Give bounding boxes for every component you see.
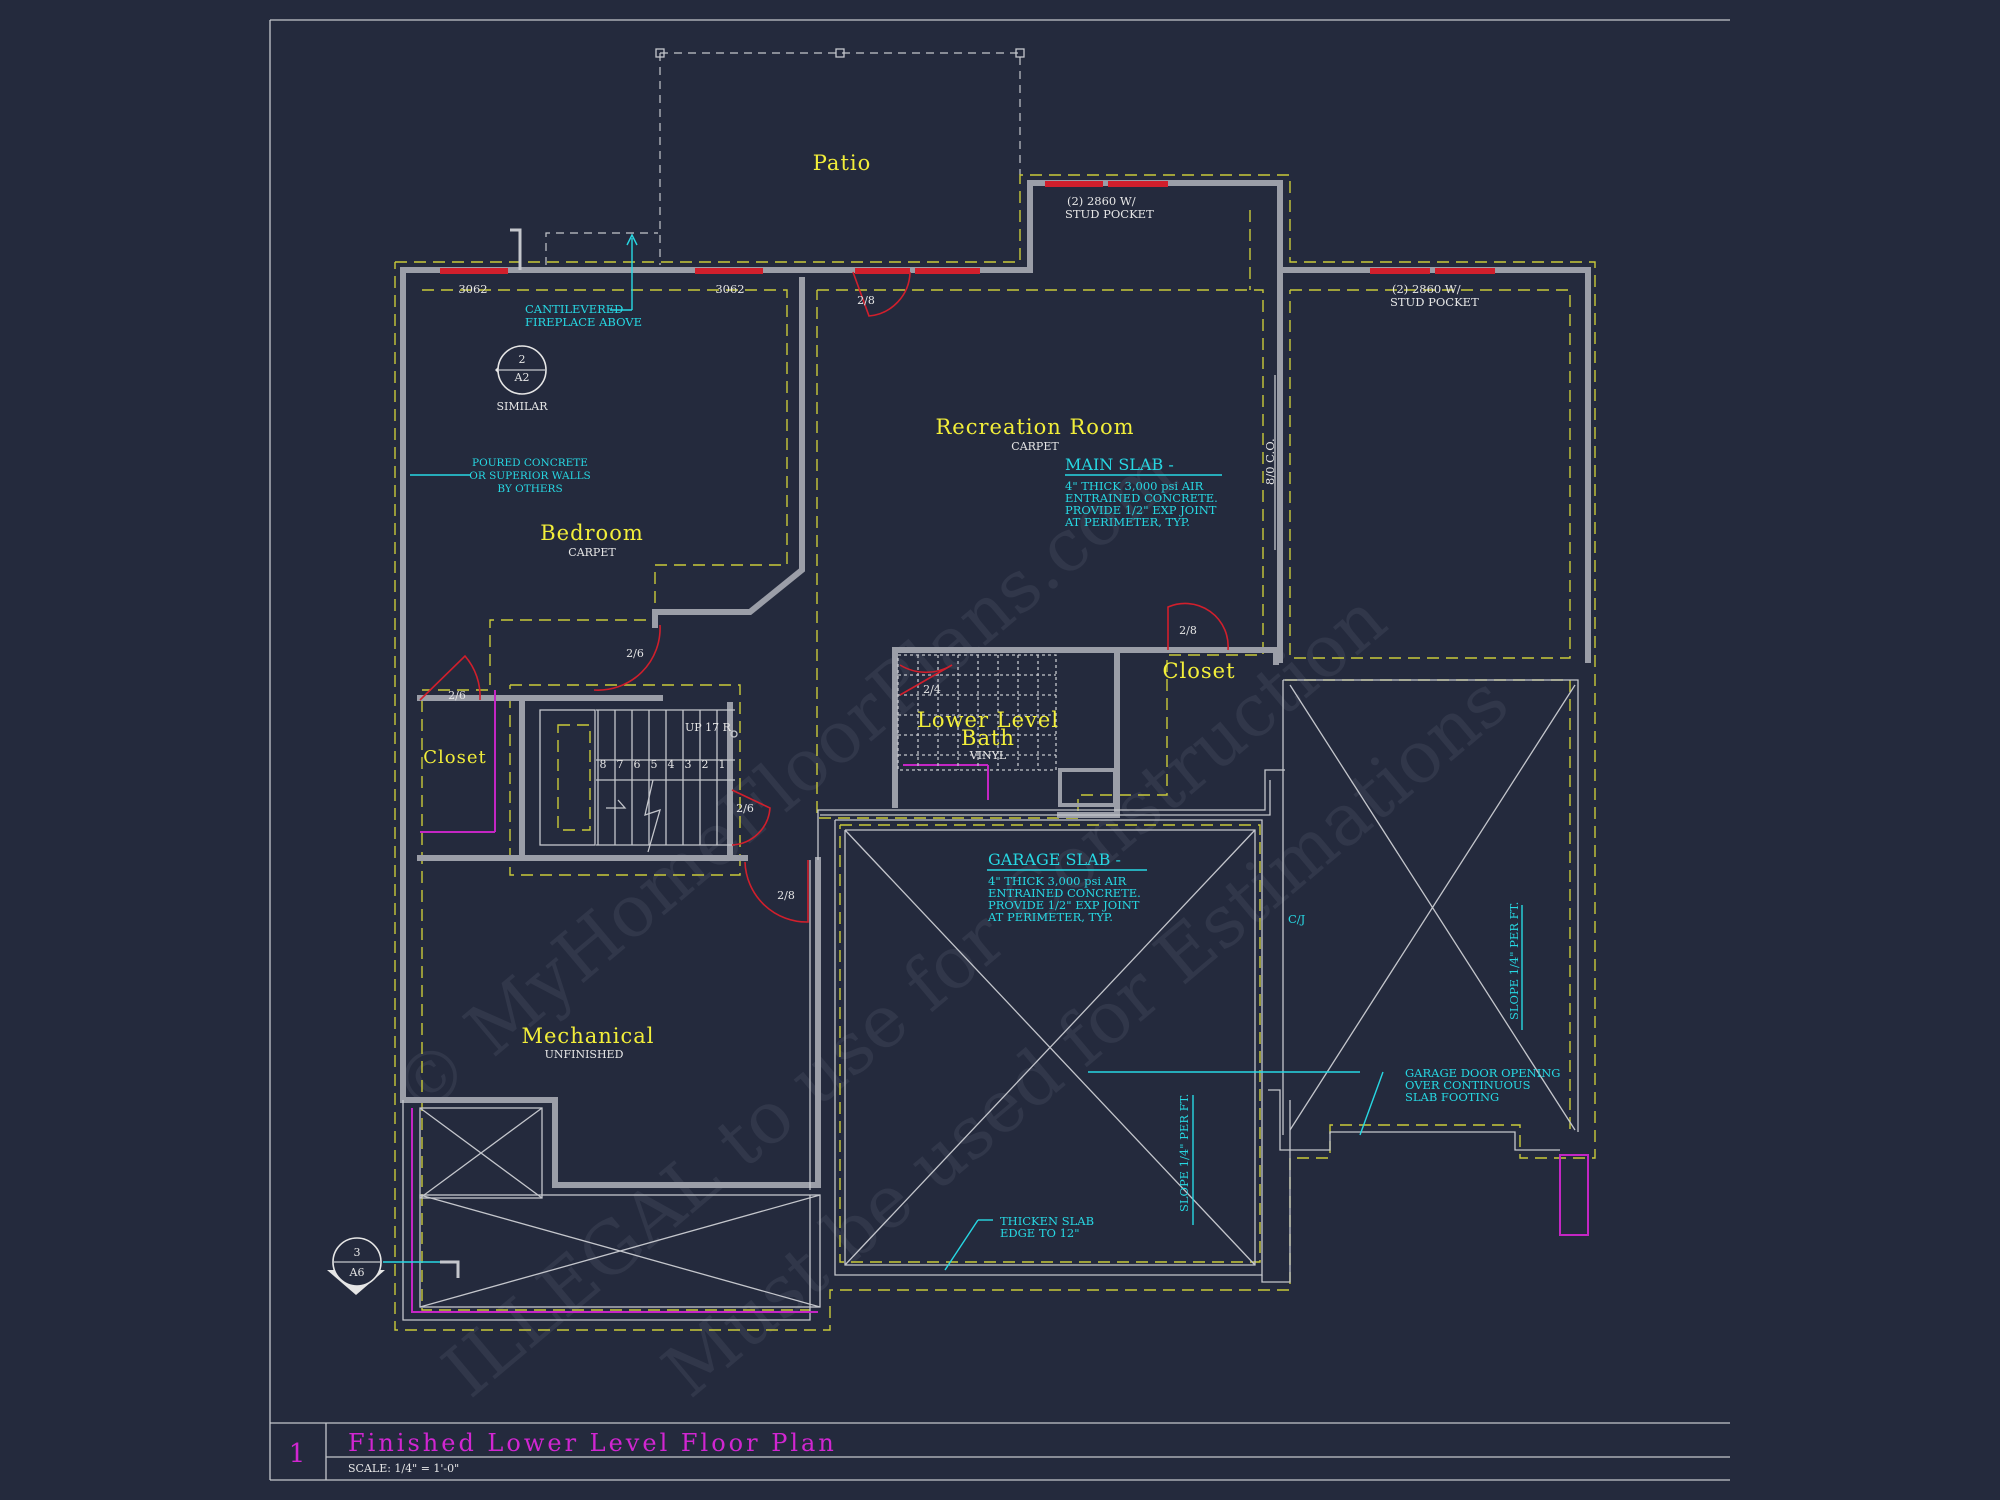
garage-slab-line3: PROVIDE 1/2" EXP JOINT — [988, 898, 1140, 912]
window-label-3b: STUD POCKET — [1065, 207, 1154, 221]
section-marker-a2-number: 2 — [519, 353, 526, 366]
control-joint-note: C/J — [1288, 912, 1306, 926]
stair-tread-2: 2 — [702, 758, 709, 771]
note-leaders — [410, 233, 1523, 1271]
stair-tread-1: 1 — [719, 758, 726, 771]
bath-tile-grid — [897, 654, 1057, 771]
section-marker-a6: 3 A6 — [327, 1237, 460, 1295]
fireplace-note-line1: CANTILEVERED — [525, 302, 623, 316]
room-closet-right: Closet — [1162, 659, 1235, 683]
main-slab-title: MAIN SLAB - — [1065, 455, 1174, 474]
mechanical-boxes — [411, 690, 1589, 1313]
walls-note-line3: BY OTHERS — [497, 483, 562, 495]
section-marker-a2-sheet: A2 — [514, 371, 530, 384]
window-label-1: 3062 — [458, 282, 487, 296]
window-label-4b: STUD POCKET — [1390, 295, 1479, 309]
garage-slab — [834, 684, 1576, 1283]
room-bedroom: Bedroom — [540, 521, 644, 545]
walls — [400, 180, 1591, 1321]
stair-tread-6: 6 — [634, 758, 641, 771]
room-recreation: Recreation Room — [936, 415, 1135, 439]
stair-tread-7: 7 — [617, 758, 624, 771]
section-marker-a6-number: 3 — [354, 1246, 361, 1259]
sheet-border — [269, 19, 1730, 1481]
thicken-slab-line1: THICKEN SLAB — [1000, 1214, 1094, 1228]
title-block-scale: SCALE: 1/4" = 1'-0" — [348, 1462, 459, 1475]
stair-tread-4: 4 — [668, 758, 675, 771]
similar-note: SIMILAR — [496, 400, 548, 413]
stair-tread-5: 5 — [651, 758, 658, 771]
stair-tread-3: 3 — [685, 758, 692, 771]
window-label-3a: (2) 2860 W/ — [1067, 194, 1136, 208]
room-bath-line1: Lower Level — [917, 708, 1059, 732]
room-mechanical-finish: UNFINISHED — [545, 1048, 624, 1061]
window-label-4a: (2) 2860 W/ — [1392, 282, 1461, 296]
fireplace-note-line2: FIREPLACE ABOVE — [525, 315, 642, 329]
window-label-2: 3062 — [715, 282, 744, 296]
slope-note-right: SLOPE 1/4" PER FT. — [1507, 902, 1521, 1020]
patio-outline — [545, 48, 1025, 265]
garage-door-note-line3: SLAB FOOTING — [1405, 1090, 1499, 1104]
room-closet-left: Closet — [423, 747, 487, 768]
door-label-7: 2/8 — [777, 889, 795, 902]
door-label-4: 2/4 — [923, 683, 941, 696]
garage-slab-line1: 4" THICK 3,000 psi AIR — [988, 874, 1127, 888]
garage-door-note-line1: GARAGE DOOR OPENING — [1405, 1066, 1561, 1080]
title-block-title: Finished Lower Level Floor Plan — [348, 1429, 837, 1457]
door-swings — [419, 271, 1229, 923]
main-slab-line1: 4" THICK 3,000 psi AIR — [1065, 479, 1204, 493]
door-label-1: 2/8 — [857, 294, 875, 307]
stair-label: UP 17 R — [685, 721, 732, 734]
room-recreation-finish: CARPET — [1011, 440, 1059, 453]
walls-note-line1: POURED CONCRETE — [472, 457, 588, 469]
windows — [440, 181, 1495, 274]
title-block-number: 1 — [289, 1439, 306, 1469]
stair-tread-numbers: 8 7 6 5 4 3 2 1 — [600, 758, 726, 771]
room-patio: Patio — [813, 151, 872, 175]
garage-slab-title: GARAGE SLAB - — [988, 850, 1121, 869]
room-bedroom-finish: CARPET — [568, 546, 616, 559]
door-label-5: 2/8 — [1179, 624, 1197, 637]
door-label-3: 2/6 — [448, 689, 466, 702]
opening-note: 8/0 C.O. — [1263, 438, 1277, 485]
main-slab-line4: AT PERIMETER, TYP. — [1064, 515, 1190, 529]
main-slab-line2: ENTRAINED CONCRETE. — [1065, 491, 1218, 505]
section-marker-a6-sheet: A6 — [349, 1266, 365, 1279]
room-bath-line2: Bath — [961, 726, 1015, 750]
stairs — [539, 709, 738, 853]
door-label-2: 2/6 — [626, 647, 644, 660]
door-label-6: 2/6 — [736, 802, 754, 815]
garage-slab-line2: ENTRAINED CONCRETE. — [988, 886, 1141, 900]
main-slab-line3: PROVIDE 1/2" EXP JOINT — [1065, 503, 1217, 517]
thicken-slab-line2: EDGE TO 12" — [1000, 1226, 1080, 1240]
room-mechanical: Mechanical — [522, 1024, 655, 1048]
walls-note-line2: OR SUPERIOR WALLS — [469, 470, 591, 482]
garage-door-note-line2: OVER CONTINUOUS — [1405, 1078, 1531, 1092]
room-bath-finish: VINYL — [969, 749, 1007, 762]
section-marker-a2: 2 A2 SIMILAR — [495, 228, 548, 413]
slope-note-left: SLOPE 1/4" PER FT. — [1177, 1094, 1191, 1212]
stair-tread-8: 8 — [600, 758, 607, 771]
garage-slab-line4: AT PERIMETER, TYP. — [987, 910, 1113, 924]
